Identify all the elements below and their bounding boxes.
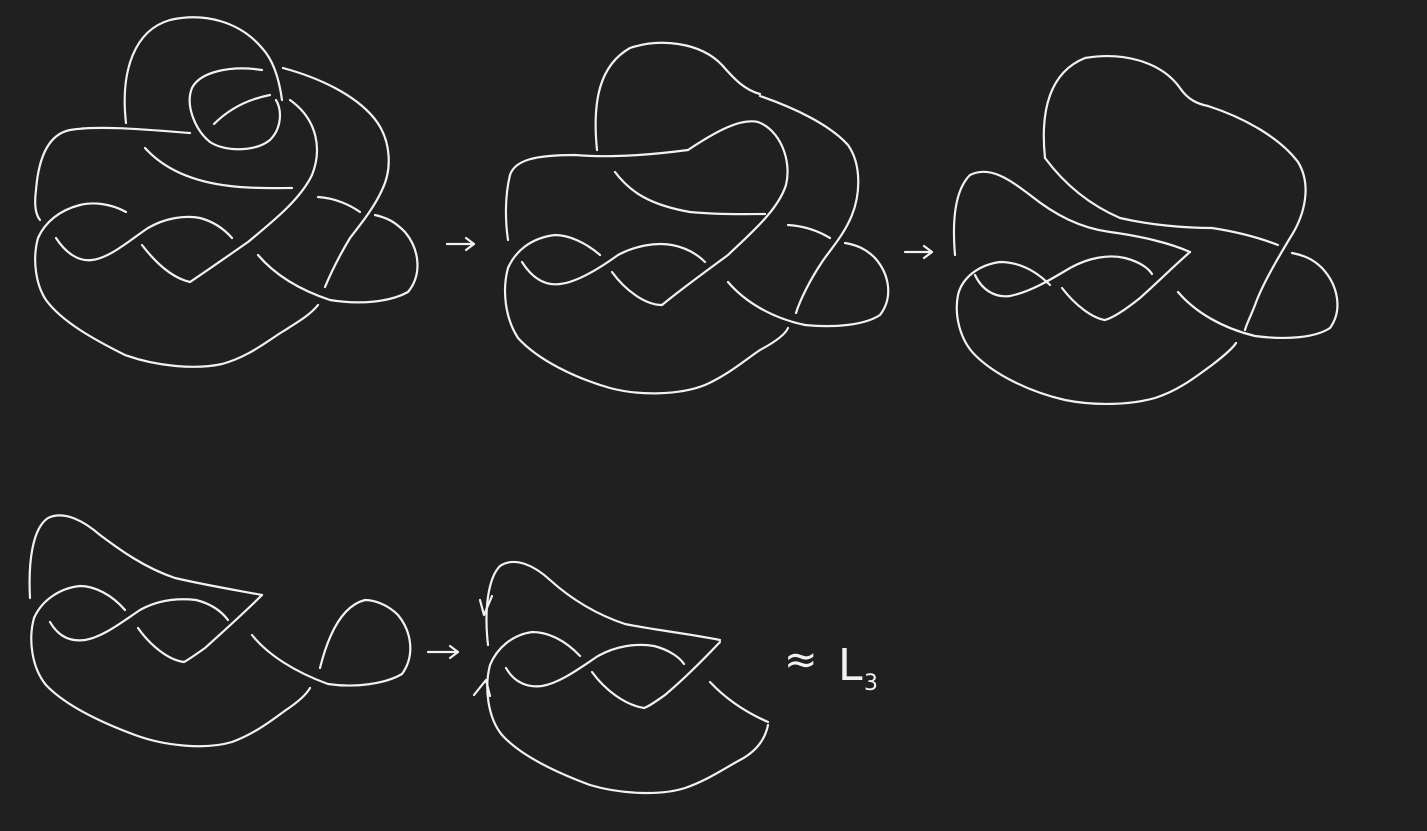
arrow-2 (903, 244, 934, 260)
knot-diagram-1 (34, 16, 419, 368)
equivalence-label: ≈ L 3 (784, 637, 878, 696)
arrow-1 (445, 236, 476, 252)
label-subscript: 3 (864, 671, 878, 696)
approx-symbol: ≈ (784, 637, 818, 683)
knot-diagram-4 (28, 514, 412, 748)
label-L: L (838, 640, 863, 691)
knot-diagram-3 (952, 55, 1339, 406)
knot-diagram-2 (503, 41, 890, 395)
arrow-3 (426, 644, 460, 660)
knot-diagram-5 (472, 560, 770, 795)
